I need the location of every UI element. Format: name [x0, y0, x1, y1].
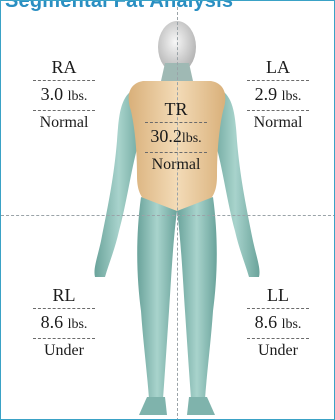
divider: [247, 308, 309, 309]
divider: [33, 308, 95, 309]
vertical-guide: [177, 7, 178, 420]
divider: [247, 80, 309, 81]
left-foot: [187, 397, 215, 415]
segment-code: LA: [242, 56, 314, 78]
segment-value: 30.2lbs.: [140, 125, 212, 150]
segment-status: Under: [28, 341, 100, 361]
segment-code: LL: [242, 284, 314, 306]
segment-trunk: TR 30.2lbs. Normal: [140, 98, 212, 175]
segment-status: Normal: [140, 155, 212, 175]
segment-right-leg: RL 8.6 lbs. Under: [28, 284, 100, 361]
segment-status: Normal: [28, 113, 100, 133]
right-leg: [137, 197, 177, 399]
segment-code: TR: [140, 98, 212, 120]
left-leg: [177, 197, 217, 399]
segment-code: RL: [28, 284, 100, 306]
divider: [145, 122, 207, 123]
segment-value: 3.0 lbs.: [28, 83, 100, 108]
segment-status: Normal: [242, 113, 314, 133]
segment-value: 8.6 lbs.: [28, 311, 100, 336]
divider: [247, 338, 309, 339]
segment-status: Under: [242, 341, 314, 361]
segment-right-arm: RA 3.0 lbs. Normal: [28, 56, 100, 133]
segment-value: 8.6 lbs.: [242, 311, 314, 336]
divider: [33, 110, 95, 111]
right-foot: [139, 397, 167, 415]
segment-code: RA: [28, 56, 100, 78]
divider: [33, 80, 95, 81]
horizontal-guide: [1, 215, 335, 216]
segment-left-leg: LL 8.6 lbs. Under: [242, 284, 314, 361]
segment-left-arm: LA 2.9 lbs. Normal: [242, 56, 314, 133]
divider: [145, 152, 207, 153]
divider: [247, 110, 309, 111]
segment-value: 2.9 lbs.: [242, 83, 314, 108]
divider: [33, 338, 95, 339]
